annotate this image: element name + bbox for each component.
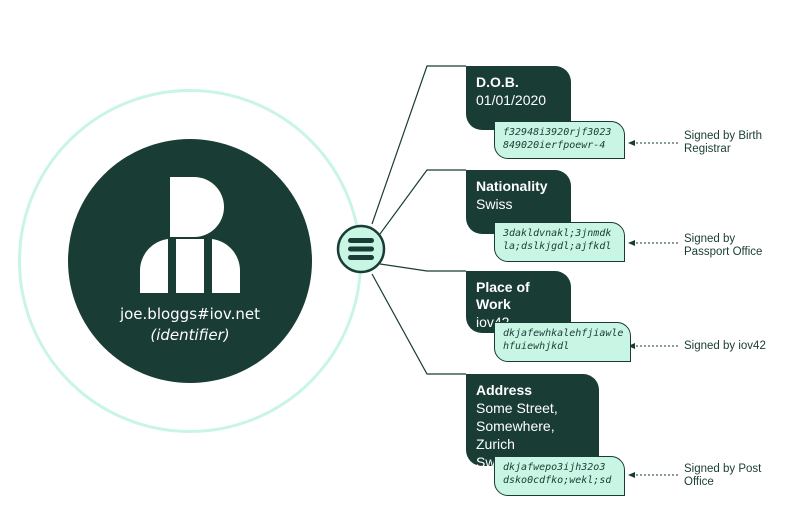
dotted-arrow-left-icon xyxy=(628,343,678,349)
claim-signer: Signed by Post Office xyxy=(684,463,762,488)
dotted-arrow-left-icon xyxy=(628,240,678,246)
claim-value: 01/01/2020 xyxy=(476,92,547,108)
claim-signer: Signed by iov42 xyxy=(684,340,766,352)
identity-disc: joe.bloggs#iov.net (identifier) xyxy=(68,139,312,383)
connector-address xyxy=(371,273,466,375)
claim-card-address: Address Some Street, Somewhere, Zurich S… xyxy=(466,374,599,470)
connector-dob xyxy=(371,65,466,225)
claim-value: Swiss xyxy=(476,196,513,212)
claim-title: D.O.B. xyxy=(476,74,519,90)
claim-signer: Signed by Passport Office xyxy=(684,233,763,258)
connector-nationality xyxy=(379,169,466,235)
dotted-arrow-left-icon xyxy=(628,140,678,146)
claim-signature: f32948i3920rjf3023 849020ierfpoewr-4 xyxy=(494,121,625,159)
identity-subtitle: (identifier) xyxy=(150,326,230,344)
claim-card-dob: D.O.B. 01/01/2020 xyxy=(466,66,571,130)
connector-place-of-work xyxy=(379,263,466,272)
person-avatar-icon xyxy=(139,177,241,293)
claim-title: Nationality xyxy=(476,178,548,194)
claim-signature: 3dakldvnakl;3jnmdk la;dslkjgdl;ajfkdl xyxy=(494,222,625,262)
dotted-arrow-left-icon xyxy=(628,472,678,478)
claim-title: Place of Work xyxy=(476,279,530,312)
stacked-layers-icon xyxy=(336,224,386,274)
claim-title: Address xyxy=(476,382,533,398)
claim-signer: Signed by Birth Registrar xyxy=(684,130,762,155)
claim-signature: dkjafewhkalehfjiawle hfuiewhjkdl xyxy=(494,322,631,362)
claim-signature: dkjafwepo3ijh32o3 dsko0cdfko;wekl;sd xyxy=(494,456,625,496)
identity-name: joe.bloggs#iov.net xyxy=(119,305,261,323)
